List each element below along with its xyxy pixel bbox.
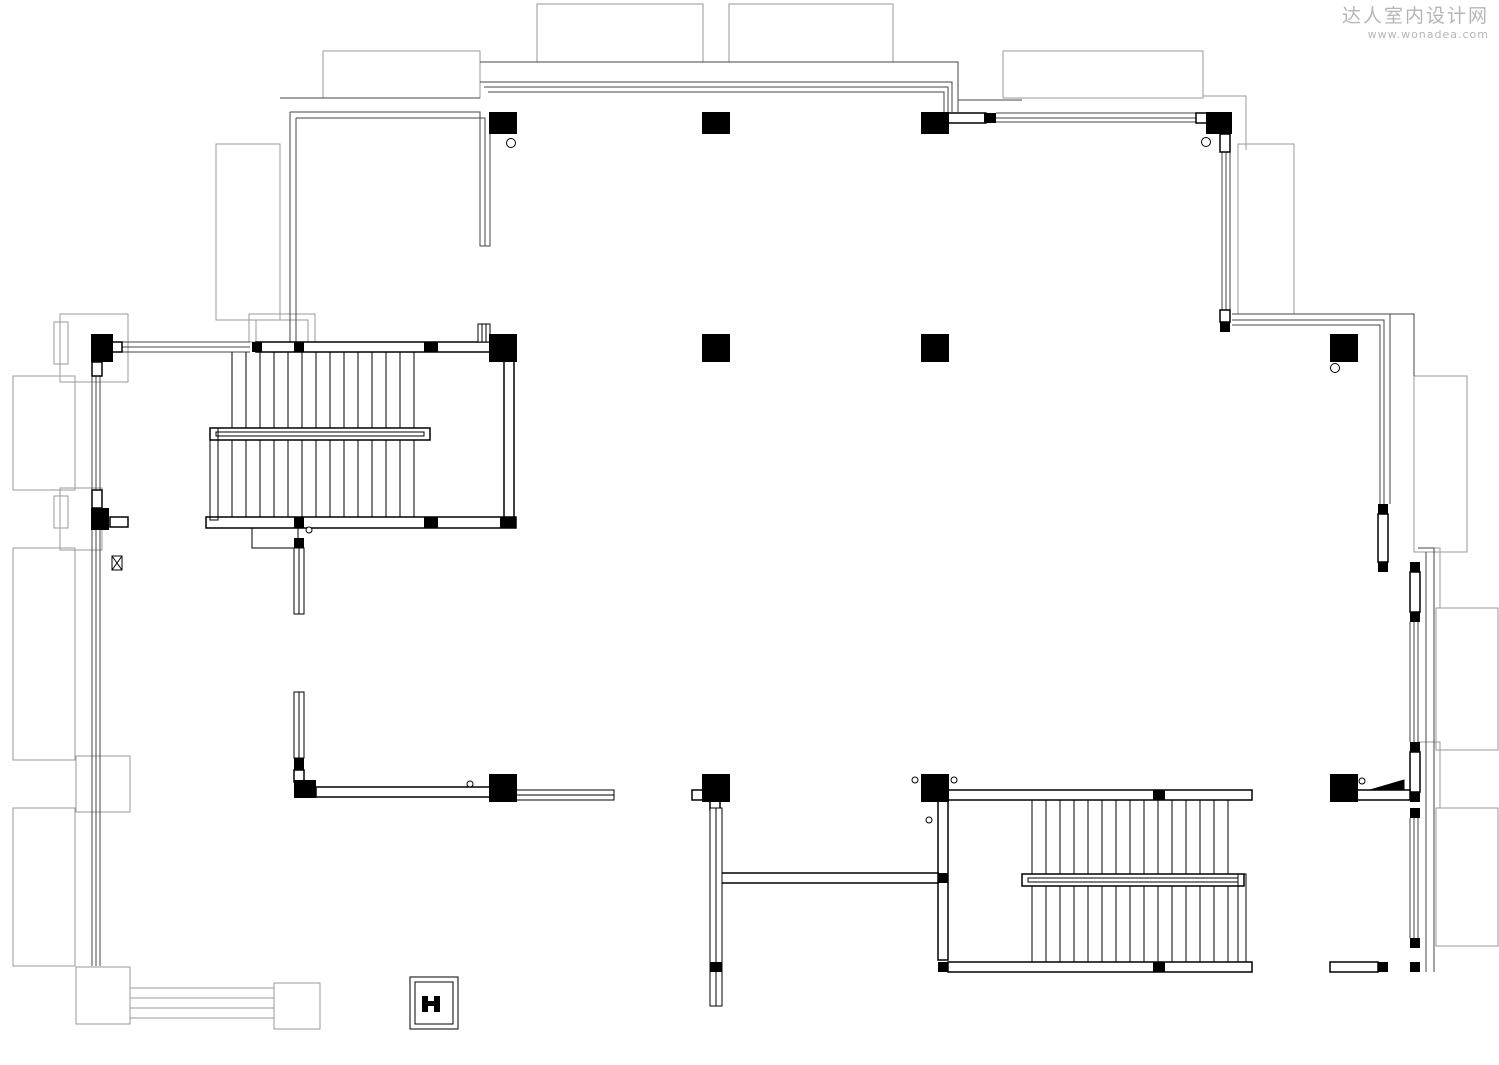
column: [91, 508, 109, 530]
watermark: 达人室内设计网 www.wonadea.com: [1342, 4, 1489, 42]
column: [489, 112, 517, 134]
stair-treads-upper: [231, 352, 415, 517]
column: [489, 334, 517, 362]
column: [702, 774, 730, 802]
staircase-lower: [1021, 800, 1247, 963]
exterior-walls: [91, 61, 1435, 972]
column: [921, 334, 949, 362]
column: [91, 334, 113, 362]
watermark-url: www.wonadea.com: [1367, 28, 1489, 41]
staircase-upper: [209, 352, 431, 549]
column: [921, 774, 949, 802]
interior-walls: [91, 112, 1421, 973]
structural-columns: [91, 112, 1420, 972]
column: [921, 112, 949, 134]
column: [702, 112, 730, 134]
misc-marks: [111, 555, 1405, 791]
column: [489, 774, 517, 802]
drain-pipes: [305, 137, 1366, 824]
column: [1206, 112, 1232, 134]
exterior-outlines: [12, 3, 1499, 1030]
elevator-symbol: [409, 976, 459, 1030]
column: [294, 780, 316, 798]
stair-treads-lower: [1031, 800, 1229, 962]
column: [1330, 334, 1358, 362]
column: [702, 334, 730, 362]
watermark-title: 达人室内设计网: [1341, 5, 1489, 27]
column: [1330, 774, 1358, 802]
